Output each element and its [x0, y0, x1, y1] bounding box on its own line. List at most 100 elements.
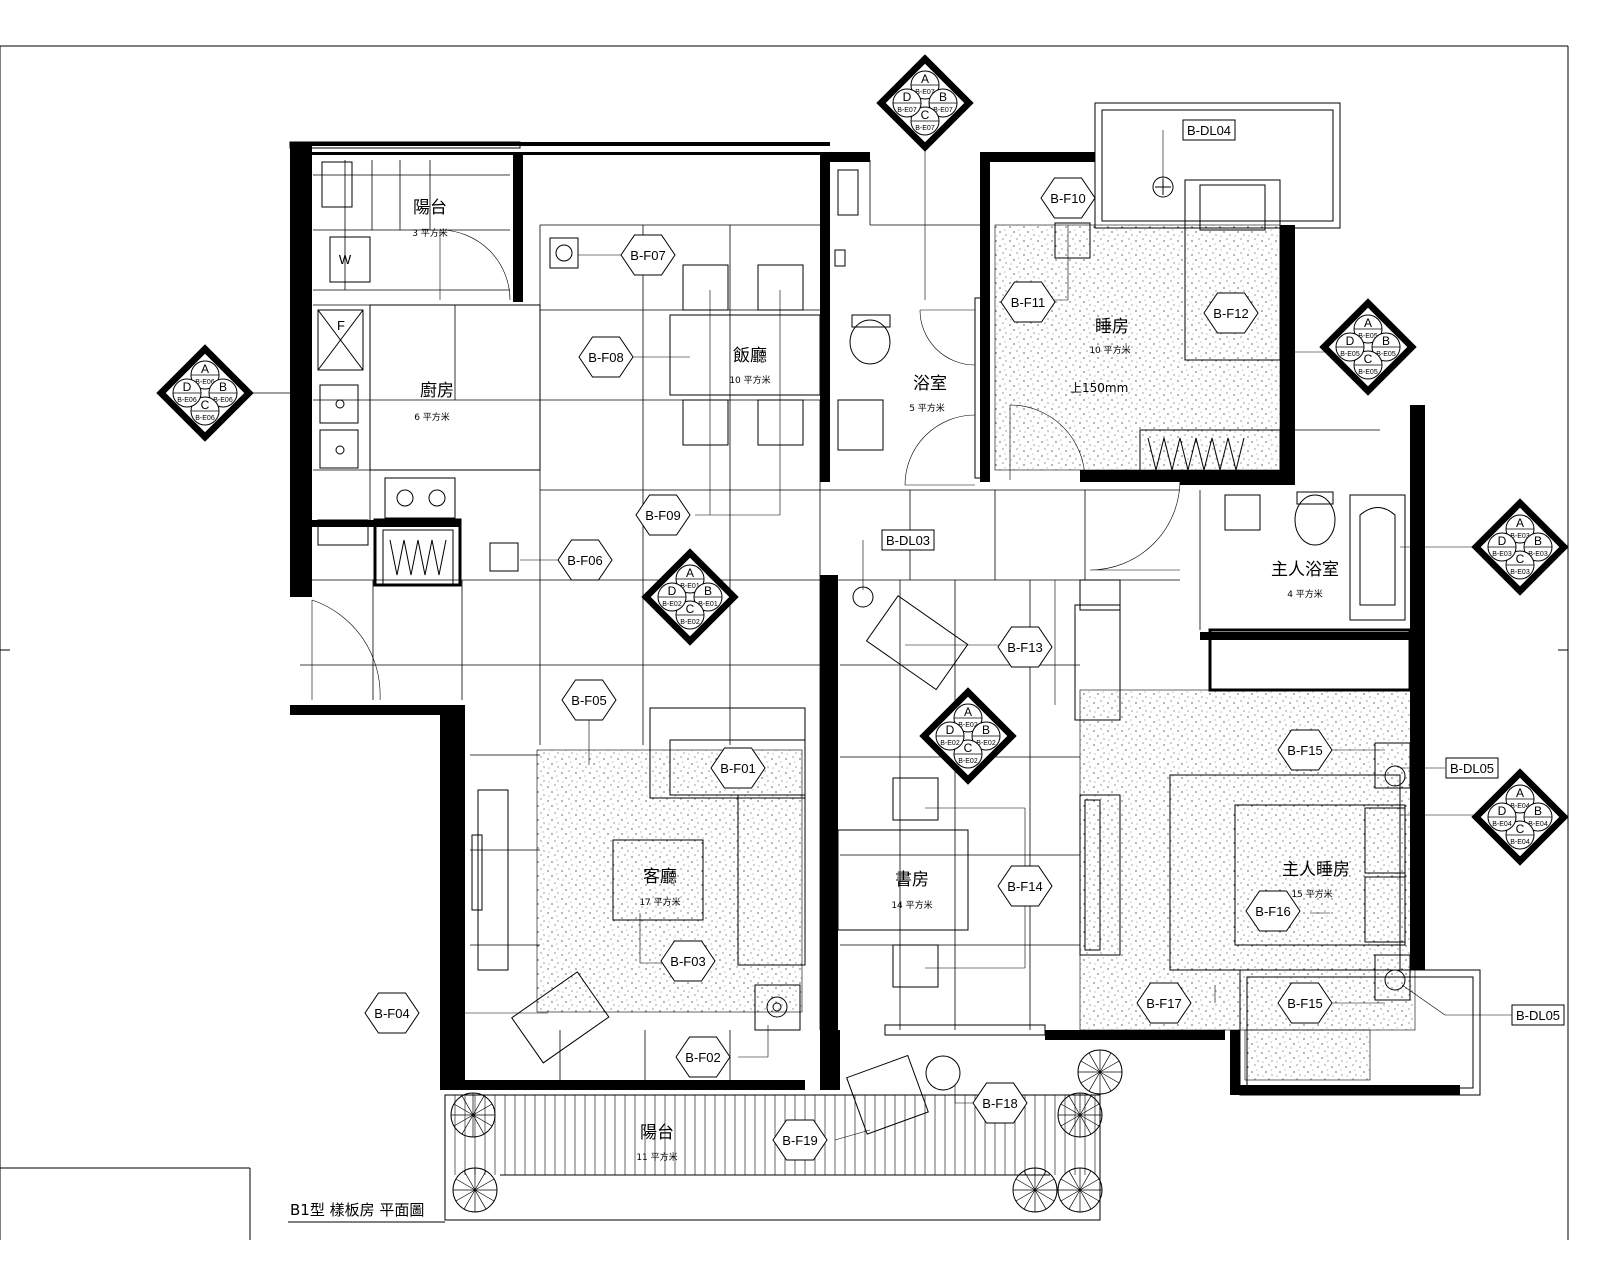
master-bed	[1074, 579, 1411, 1001]
elevation-ref: B-E02	[958, 722, 978, 729]
balcony-furniture	[846, 1054, 961, 1135]
elevation-letter: B	[982, 723, 990, 737]
elevation-ref: B-E05	[1358, 333, 1378, 340]
elevation-ref: B-E03	[1492, 551, 1512, 558]
furniture-tag-label: B-F03	[670, 954, 705, 969]
elevation-ref: B-E02	[976, 740, 996, 747]
level-note: 上150mm	[1070, 381, 1128, 395]
furniture-tag-label: B-F13	[1007, 640, 1042, 655]
elevation-letter: C	[1516, 822, 1525, 836]
furniture-tag-label: B-F18	[982, 1096, 1017, 1111]
elevation-letter: A	[686, 566, 694, 580]
room-name-master-bedroom: 主人睡房	[1282, 860, 1350, 880]
elevation-letter: D	[903, 90, 912, 104]
lighting-tag-label: B-DL03	[886, 533, 930, 548]
room-area-living: 17 平方米	[639, 896, 680, 908]
furniture-tag: B-F02	[675, 1036, 731, 1078]
drawing-title: B1型 樣板房 平面圖	[288, 1201, 445, 1223]
room-area-kitchen: 6 平方米	[414, 411, 450, 423]
floor-finishes	[536, 224, 1416, 1081]
elevation-ref: B-E04	[1510, 839, 1530, 846]
elevation-ref: B-E05	[1358, 369, 1378, 376]
elevation-ref: B-E02	[680, 619, 700, 626]
fridge-label: F	[337, 318, 345, 333]
room-name-dining: 飯廳	[733, 346, 767, 366]
room-area-dining: 10 平方米	[729, 374, 770, 386]
room-name-master-bath: 主人浴室	[1271, 560, 1339, 580]
study-furniture	[837, 586, 969, 988]
lighting-tag-label: B-DL05	[1450, 761, 1494, 776]
furniture-tag-label: B-F15	[1287, 996, 1322, 1011]
elevation-letter: D	[1498, 804, 1507, 818]
elevation-ref: B-E06	[195, 379, 215, 386]
lighting-tag: B-DL05	[1445, 757, 1499, 779]
lighting-tag-label: B-DL05	[1516, 1008, 1560, 1023]
living-furniture	[471, 707, 806, 1064]
room-area-master-bath: 4 平方米	[1287, 588, 1323, 600]
bay-window-north	[1094, 102, 1341, 229]
plants	[450, 1049, 1123, 1213]
elevation-ref: B-E05	[1340, 351, 1360, 358]
lighting-tag: B-DL04	[1182, 119, 1236, 141]
room-area-balcony-south: 11 平方米	[636, 1151, 677, 1163]
furniture-tag: B-F14	[997, 865, 1053, 907]
elevation-letter: A	[201, 362, 209, 376]
doors	[311, 229, 1181, 701]
elevation-letter: C	[686, 602, 695, 616]
elevation-letter: C	[1364, 352, 1373, 366]
drawing-frame	[0, 45, 1569, 1240]
furniture-tag: B-F09	[635, 494, 691, 536]
furniture-tag: B-F03	[660, 940, 716, 982]
furniture-tag-label: B-F15	[1287, 743, 1322, 758]
elevation-ref: B-E01	[698, 601, 718, 608]
elevation-letter: B	[219, 380, 227, 394]
furniture-tag: B-F05	[561, 679, 617, 721]
furniture-tag-label: B-F05	[571, 693, 606, 708]
elevation-ref: B-E07	[933, 107, 953, 114]
elevation-ref: B-E04	[1510, 803, 1530, 810]
balcony-decking	[444, 1094, 1101, 1221]
furniture-tag: B-F15	[1277, 982, 1333, 1024]
furniture-tag: B-F16	[1245, 890, 1301, 932]
kitchen-fixtures	[317, 161, 541, 586]
furniture-tag: B-F13	[997, 626, 1053, 668]
room-area-bathroom: 5 平方米	[909, 402, 945, 414]
furniture-tag-label: B-F10	[1050, 191, 1085, 206]
furniture-tag: B-F11	[1000, 281, 1056, 323]
furniture-tag-label: B-F19	[782, 1133, 817, 1148]
plant-icon	[1057, 1167, 1103, 1213]
room-name-balcony-north: 陽台	[413, 198, 447, 218]
elevation-ref: B-E07	[915, 125, 935, 132]
elevation-ref: B-E05	[1376, 351, 1396, 358]
elevation-letter: A	[1364, 316, 1372, 330]
elevation-letter: D	[1346, 334, 1355, 348]
elevation-letter: D	[946, 723, 955, 737]
elevation-letter: A	[921, 72, 929, 86]
elevation-ref: B-E03	[1510, 569, 1530, 576]
furniture-tag-label: B-F08	[588, 350, 623, 365]
elevation-ref: B-E06	[213, 397, 233, 404]
elevation-ref: B-E02	[958, 758, 978, 765]
elevation-ref: B-E07	[915, 89, 935, 96]
windows	[544, 297, 1046, 1089]
room-area-balcony-north: 3 平方米	[412, 227, 448, 239]
room-name-living: 客廳	[643, 867, 677, 887]
lighting-tag: B-DL05	[1511, 1004, 1565, 1026]
plant-icon	[450, 1092, 496, 1138]
elevation-ref: B-E01	[680, 583, 700, 590]
elevation-letter: A	[1516, 786, 1524, 800]
elevation-ref: B-E04	[1492, 821, 1512, 828]
furniture-tag-label: B-F07	[630, 248, 665, 263]
lighting-tag-label: B-DL04	[1187, 123, 1231, 138]
furniture-tag: B-F19	[772, 1119, 828, 1161]
room-area-bedroom: 10 平方米	[1089, 344, 1130, 356]
elevation-ref: B-E07	[897, 107, 917, 114]
room-name-kitchen: 廚房	[420, 380, 454, 401]
furniture-tag: B-F08	[578, 336, 634, 378]
elevation-letter: B	[1382, 334, 1390, 348]
elevation-letter: C	[201, 398, 210, 412]
